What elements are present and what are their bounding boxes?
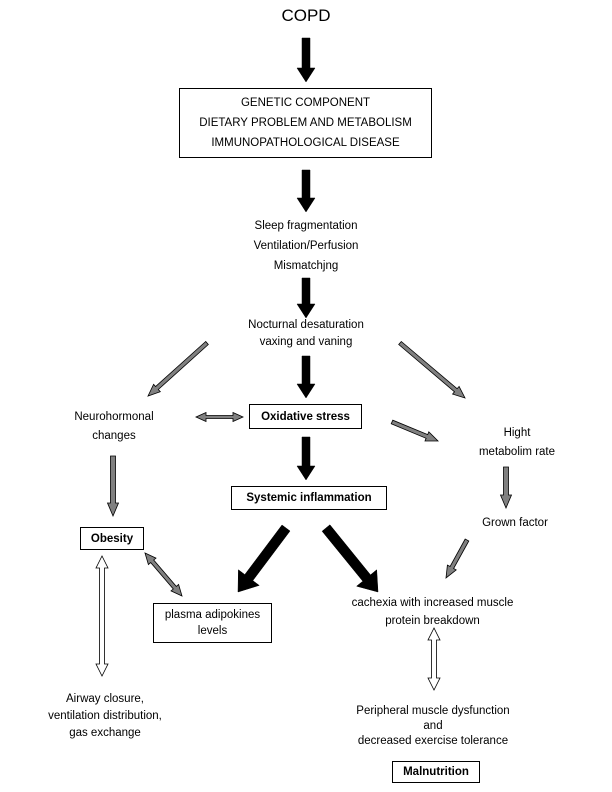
arrow-nocturnal-to-neurohormonal (147, 340, 209, 397)
cause-immunopathological: IMMUNOPATHOLOGICAL DISEASE (211, 137, 400, 149)
systemic-inflammation-box: Systemic inflammation (231, 486, 387, 510)
arrow-neurohormonal-to-obesity (106, 455, 120, 518)
arrow-nocturnal-to-oxidative (296, 355, 316, 399)
arrow-cachexia-peripheral (427, 627, 441, 691)
adipokines-box: plasma adipokines levels (153, 603, 272, 643)
arrow-oxidative-to-metabolism (390, 419, 439, 442)
arrow-metabolism-to-grown-factor (499, 466, 513, 510)
sleep-line-1: Sleep fragmentation (254, 220, 358, 232)
malnutrition-box: Malnutrition (392, 761, 480, 783)
causes-box: GENETIC COMPONENT DIETARY PROBLEM AND ME… (179, 88, 432, 158)
copd-title: COPD (281, 6, 331, 25)
arrow-systemic-to-adipokines (237, 524, 291, 593)
arrow-grown-factor-to-cachexia (445, 538, 470, 579)
metabolism-node: Hight metabolim rate (457, 424, 577, 462)
adipokines-line-1: plasma adipokines (164, 609, 261, 621)
arrow-nocturnal-to-metabolism (398, 340, 466, 399)
metabolism-line-1: Hight (503, 427, 531, 439)
peripheral-node: Peripheral muscle dysfunction and decrea… (323, 704, 543, 749)
airway-node: Airway closure, ventilation distribution… (25, 691, 185, 742)
nocturnal-line-2: vaxing and vaning (259, 336, 353, 348)
sleep-line-2: Ventilation/Perfusion (253, 240, 359, 252)
airway-line-3: gas exchange (69, 727, 141, 739)
cachexia-line-1: cachexia with increased muscle (351, 597, 514, 609)
neurohormonal-line-1: Neurohormonal (74, 411, 154, 423)
nocturnal-node: Nocturnal desaturation vaxing and vaning (206, 317, 406, 351)
arrow-causes-to-sleep (296, 169, 316, 213)
neurohormonal-node: Neurohormonal changes (54, 408, 174, 446)
oxidative-stress-label: Oxidative stress (261, 410, 350, 423)
cause-genetic: GENETIC COMPONENT (240, 97, 371, 109)
cachexia-node: cachexia with increased muscle protein b… (335, 594, 530, 630)
arrow-copd-to-causes (296, 37, 316, 83)
sleep-line-3: Mismatchjng (273, 260, 339, 272)
arrow-systemic-to-cachexia (321, 524, 379, 593)
oxidative-stress-box: Oxidative stress (249, 404, 362, 429)
systemic-inflammation-label: Systemic inflammation (246, 492, 372, 504)
arrow-oxidative-to-systemic (296, 436, 316, 481)
neurohormonal-line-2: changes (92, 430, 136, 442)
sleep-node: Sleep fragmentation Ventilation/Perfusio… (206, 216, 406, 276)
peripheral-line-2: and (423, 720, 443, 732)
arrow-sleep-to-nocturnal (296, 277, 316, 319)
malnutrition-label: Malnutrition (403, 766, 469, 778)
metabolism-line-2: metabolim rate (478, 446, 556, 458)
obesity-box: Obesity (80, 527, 144, 550)
grown-factor-node: Grown factor (482, 517, 548, 529)
peripheral-line-3: decreased exercise tolerance (357, 735, 509, 747)
arrow-obesity-airway (95, 555, 109, 677)
nocturnal-line-1: Nocturnal desaturation (248, 319, 364, 331)
arrow-obesity-adipokines (144, 552, 183, 597)
peripheral-line-1: Peripheral muscle dysfunction (356, 705, 510, 717)
cause-dietary: DIETARY PROBLEM AND METABOLISM (199, 117, 412, 129)
airway-line-1: Airway closure, (66, 693, 144, 705)
obesity-label: Obesity (90, 532, 134, 545)
arrow-neuro-oxidative (195, 411, 244, 423)
airway-line-2: ventilation distribution, (48, 710, 162, 722)
adipokines-line-2: levels (197, 625, 228, 637)
cachexia-line-2: protein breakdown (385, 615, 480, 627)
